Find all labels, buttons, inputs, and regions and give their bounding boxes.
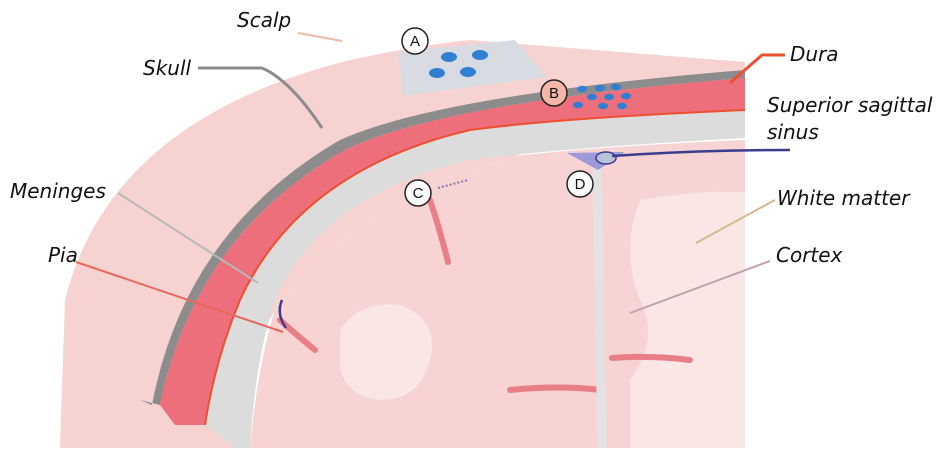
label-pia: Pia: [48, 243, 78, 267]
leader-scalp: [298, 33, 342, 41]
svg-text:A: A: [410, 33, 420, 50]
label-cortex: Cortex: [776, 243, 843, 267]
sinus-vessel-end: [596, 152, 616, 164]
svg-text:C: C: [413, 185, 424, 202]
marker-a: A: [402, 28, 428, 54]
midline-fissure: [597, 165, 602, 448]
sulcus-bottom: [510, 388, 600, 391]
svg-text:B: B: [549, 85, 559, 102]
marker-d: D: [567, 171, 593, 197]
label-meninges: Meninges: [10, 179, 106, 203]
marker-c: C: [405, 180, 431, 206]
label-sss-line1: Superior sagittal: [767, 93, 933, 117]
marker-b: B: [541, 80, 567, 106]
svg-text:D: D: [575, 176, 586, 193]
label-scalp: Scalp: [237, 8, 291, 32]
label-skull: Skull: [143, 56, 192, 80]
label-sss-line2: sinus: [767, 120, 819, 144]
label-white-matter: White matter: [777, 186, 911, 210]
sulcus-right: [612, 357, 690, 360]
white-matter-region: [630, 192, 745, 448]
label-dura: Dura: [790, 42, 839, 66]
